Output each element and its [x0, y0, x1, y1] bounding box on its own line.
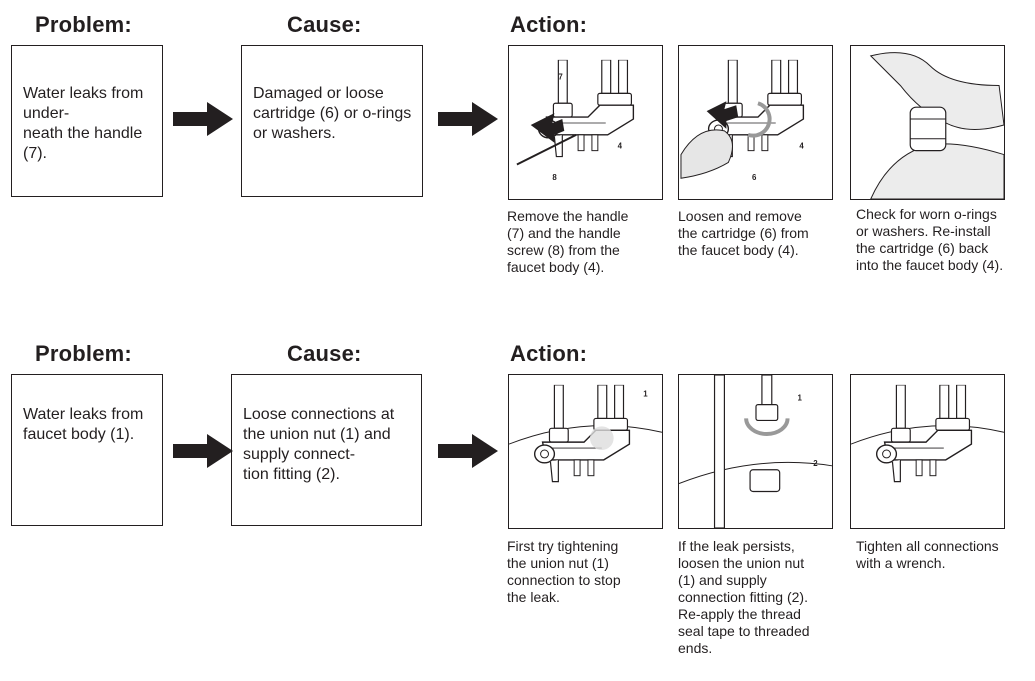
action-caption: If the leak persists, loosen the union n… — [678, 538, 810, 656]
loosen-fitting-illustration: 1 2 — [678, 374, 833, 529]
problem-heading: Problem: — [35, 341, 132, 366]
check-o-rings-illustration — [850, 45, 1005, 200]
callout-6: 6 — [752, 173, 757, 182]
right-arrow-icon — [173, 102, 233, 136]
cause-box: Damaged or loose cartridge (6) or o-ring… — [241, 45, 423, 197]
problem-text: Water leaks from faucet body (1). — [23, 406, 144, 443]
cause-heading: Cause: — [287, 341, 362, 366]
callout-1: 1 — [797, 394, 802, 403]
callout-4: 4 — [618, 142, 623, 151]
action-heading: Action: — [510, 341, 588, 366]
problem-box: Water leaks from faucet body (1). — [11, 374, 163, 526]
action-caption: Remove the handle (7) and the handle scr… — [507, 208, 629, 275]
callout-2: 2 — [813, 459, 818, 468]
problem-box: Water leaks from under- neath the handle… — [11, 45, 163, 197]
callout-4: 4 — [799, 142, 804, 151]
action-caption: Check for worn o-rings or washers. Re-in… — [856, 206, 1004, 273]
cause-text: Damaged or loose cartridge (6) or o-ring… — [253, 85, 412, 142]
problem-text: Water leaks from under- neath the handle… — [23, 85, 144, 162]
right-arrow-icon — [438, 434, 498, 468]
cause-box: Loose connections at the union nut (1) a… — [231, 374, 422, 526]
action-heading: Action: — [510, 12, 588, 37]
remove-cartridge-illustration: 4 6 — [678, 45, 833, 200]
callout-7: 7 — [558, 73, 563, 82]
action-caption: Tighten all connections with a wrench. — [856, 538, 999, 571]
callout-1: 1 — [643, 390, 648, 399]
problem-heading: Problem: — [35, 12, 132, 37]
action-caption: First try tightening the union nut (1) c… — [507, 538, 621, 605]
right-arrow-icon — [438, 102, 498, 136]
action-caption: Loosen and remove the cartridge (6) from… — [678, 208, 809, 258]
cause-text: Loose connections at the union nut (1) a… — [243, 406, 395, 483]
tighten-union-nut-illustration: 1 — [508, 374, 663, 529]
remove-handle-illustration: 7 4 8 — [508, 45, 663, 200]
callout-8: 8 — [552, 173, 557, 182]
cause-heading: Cause: — [287, 12, 362, 37]
tighten-connections-illustration — [850, 374, 1005, 529]
right-arrow-icon — [173, 434, 233, 468]
